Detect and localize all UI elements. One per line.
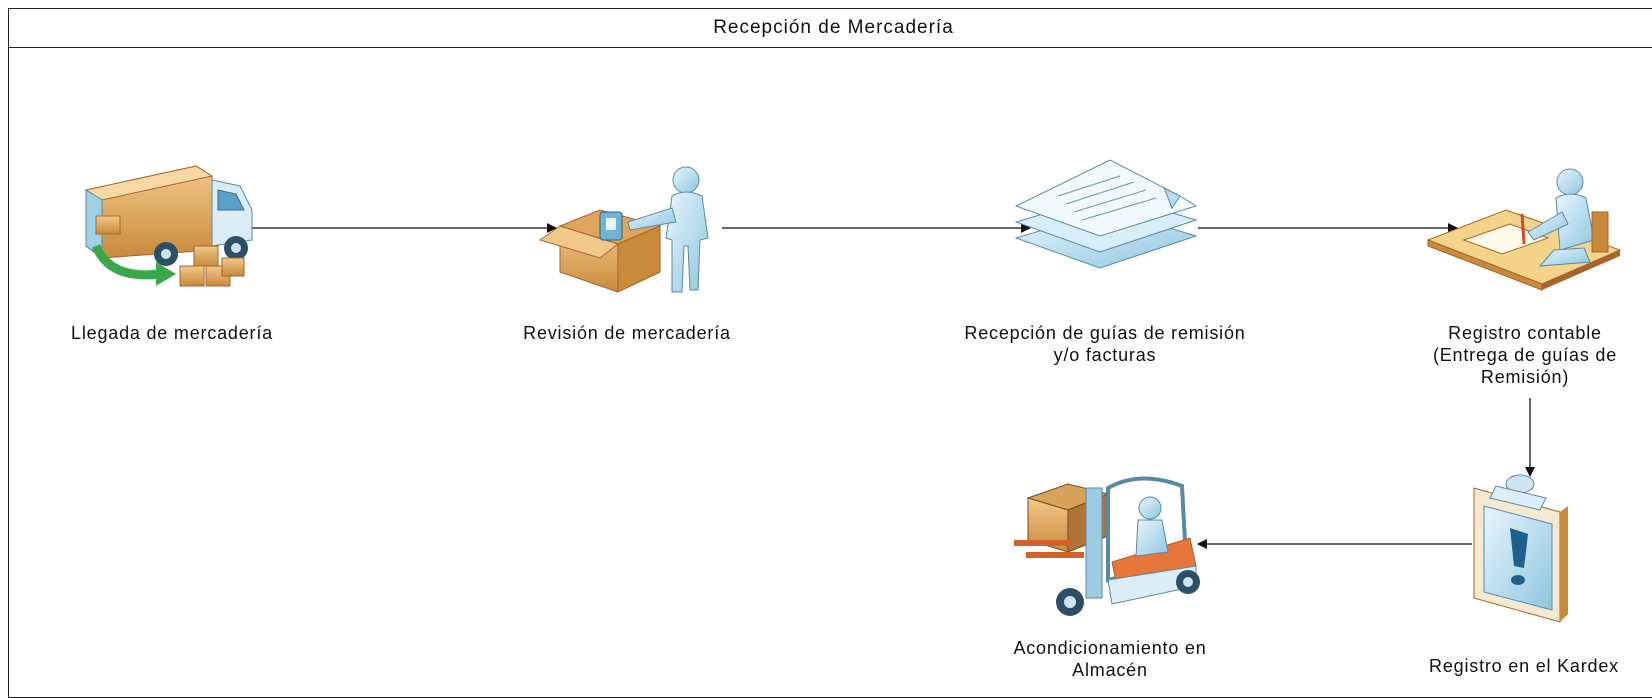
swimlane-title: Recepción de Mercadería: [9, 9, 1652, 48]
node-label-recepcion: Recepción de guías de remisión y/o factu…: [964, 323, 1246, 365]
stacked-documents-icon: [1014, 159, 1198, 269]
node-label-acondicionamiento: Acondicionamiento en Almacén: [1013, 638, 1207, 680]
node-label-registro: Registro contable (Entrega de guías de R…: [1432, 323, 1618, 387]
person-writing-at-desk-icon: [1426, 168, 1622, 291]
person-inspecting-box-icon: [538, 166, 709, 293]
forklift-icon: [1014, 476, 1200, 616]
clipboard-alert-icon: [1473, 474, 1568, 623]
delivery-truck-icon: [84, 165, 253, 287]
node-label-llegada: Llegada de mercadería: [71, 323, 273, 343]
node-label-revision: Revisión de mercadería: [523, 323, 731, 343]
node-label-kardex: Registro en el Kardex: [1429, 656, 1619, 676]
